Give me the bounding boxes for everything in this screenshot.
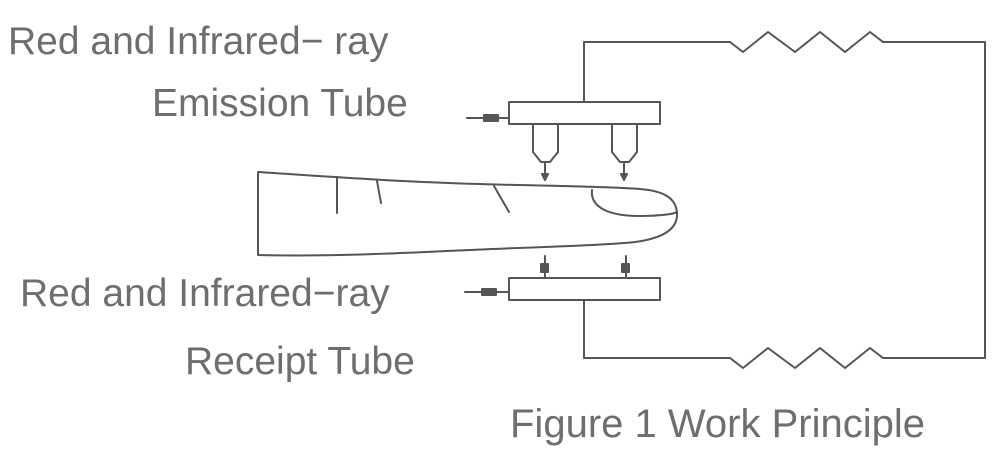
- top-resistor: [729, 31, 884, 53]
- figure-caption: Figure 1 Work Principle: [510, 402, 925, 446]
- emission-leader-line: [466, 114, 510, 122]
- emitter-left: [532, 123, 559, 181]
- finger: [257, 171, 679, 257]
- bottom-circuit-wire: [583, 299, 986, 369]
- receipt-tube-label-line2: Receipt Tube: [185, 340, 415, 383]
- receiver-left: [540, 255, 549, 279]
- receiver-right: [621, 255, 630, 279]
- emission-tube-bar: [508, 101, 661, 125]
- fingernail: [590, 189, 678, 217]
- bottom-resistor: [729, 347, 884, 369]
- receipt-tube-label-line1: Red and Infrared−ray: [20, 272, 390, 315]
- receipt-leader-line: [464, 288, 510, 296]
- emission-tube-label-line1: Red and Infrared− ray: [8, 20, 389, 63]
- top-circuit-wire: [583, 31, 986, 359]
- emitter-right: [611, 123, 638, 181]
- receipt-tube-bar: [508, 277, 661, 301]
- emission-tube-label-line2: Emission Tube: [152, 82, 408, 125]
